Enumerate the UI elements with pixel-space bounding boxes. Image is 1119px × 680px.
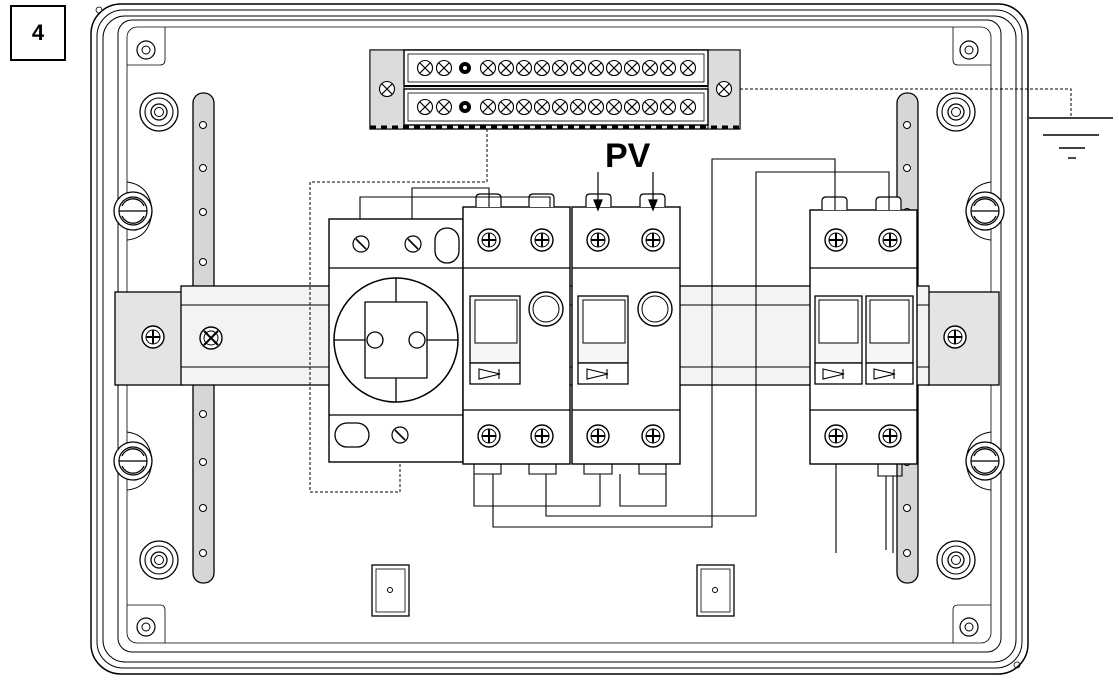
step-number-badge: 4	[10, 5, 66, 61]
ground-symbol	[1029, 117, 1113, 159]
terminal-block-screws	[378, 59, 733, 116]
pv-breaker	[571, 193, 681, 475]
pv-input-arrows	[593, 172, 658, 212]
solid-wiring	[359, 158, 894, 553]
socket-outlet-module	[328, 218, 464, 463]
pv-label: PV	[605, 137, 651, 175]
right-breaker	[809, 196, 918, 477]
earth-wiring	[309, 88, 1072, 493]
bottom-posts	[371, 564, 735, 617]
